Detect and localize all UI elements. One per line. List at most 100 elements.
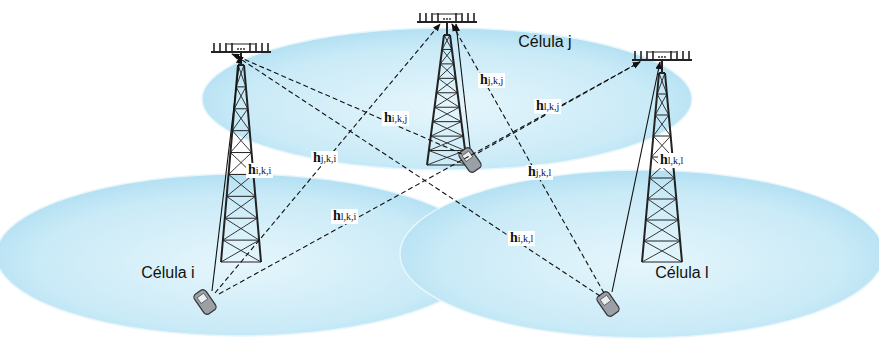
tower-stroke [440, 63, 454, 64]
tower-stroke [433, 122, 464, 136]
array-dots [443, 18, 445, 20]
array-dots [237, 48, 239, 50]
tower-stroke [232, 131, 251, 153]
tower-stroke [433, 107, 460, 121]
tower-stroke [234, 108, 248, 109]
tower-stroke [230, 152, 251, 153]
phone-icon [595, 290, 620, 318]
interference-channel [236, 56, 600, 296]
tower-stroke [644, 241, 680, 242]
array-dots [446, 18, 448, 20]
tower-stroke [232, 109, 247, 131]
tower-stroke [431, 13, 433, 22]
tower-stroke [419, 13, 421, 22]
channel-arrows [212, 24, 660, 296]
tower-stroke [655, 115, 669, 116]
tower-stroke [238, 65, 246, 87]
tower-stroke [688, 51, 690, 60]
tower-stroke [467, 13, 469, 22]
array-dots [449, 18, 451, 20]
channel-label: hj,k,l [526, 165, 553, 180]
tower-stroke [236, 87, 248, 109]
tower-stroke [223, 240, 261, 262]
tower-stroke [438, 78, 457, 92]
tower-stroke [225, 43, 227, 52]
cell-label: Célula i [141, 264, 194, 282]
channel-label: hi,k,l [508, 231, 535, 246]
channel-label: hl,k,l [658, 153, 685, 168]
tower-stroke [640, 51, 642, 60]
tower-stroke [431, 122, 462, 136]
tower-stroke [225, 218, 259, 240]
tower-stroke [655, 115, 670, 136]
tower-stroke [440, 64, 455, 78]
cell-shape [400, 170, 879, 338]
tower-stroke [436, 93, 459, 107]
tower-stroke [682, 51, 684, 60]
tower-stroke [659, 72, 665, 74]
tower-stroke [659, 73, 665, 74]
tower-stroke [676, 51, 678, 60]
interference-channel [232, 54, 462, 154]
tower-stroke [427, 165, 467, 166]
tower-stroke [648, 178, 675, 199]
tower-group [211, 13, 692, 262]
tower-stroke [634, 51, 636, 60]
array-dots [661, 56, 663, 58]
tower-stroke [227, 44, 255, 45]
tower-stroke [435, 107, 462, 121]
tower-stroke [657, 94, 667, 95]
tower-stroke [444, 35, 452, 49]
tower-stroke [473, 13, 475, 22]
channel-label: hl,k,i [331, 209, 358, 224]
tower-stroke [644, 241, 682, 262]
tower-stroke [657, 73, 665, 94]
channel-label: hi,k,j [382, 111, 409, 126]
direct-channel [612, 62, 660, 292]
tower-stroke [230, 131, 249, 153]
tower-stroke [429, 136, 463, 150]
tower-stroke [655, 94, 667, 115]
tower-stroke [223, 218, 257, 240]
cell-shape [202, 28, 692, 170]
tower-stroke [442, 49, 452, 50]
tower-stroke [219, 43, 221, 52]
tower-stroke [442, 49, 454, 63]
tower-stroke [225, 218, 257, 219]
cell-label: Célula j [518, 33, 571, 51]
tower-stroke [642, 241, 680, 262]
tower-stroke [646, 199, 677, 220]
tower-stroke [425, 13, 427, 22]
tower-stroke [234, 109, 249, 131]
channel-label: hl,k,j [534, 99, 561, 114]
tower-stroke [435, 107, 460, 108]
tower-stroke [438, 64, 453, 78]
tower-stroke [225, 196, 256, 218]
tower-stroke [444, 34, 450, 36]
tower-stroke [232, 130, 249, 131]
channel-label: hi,k,i [246, 163, 273, 178]
tower-stroke [644, 220, 678, 241]
tower-stroke [659, 73, 667, 94]
channel-label: hj,k,j [478, 73, 505, 88]
interference-channel [219, 62, 640, 294]
tower-stroke [444, 35, 450, 36]
tower-stroke [642, 262, 682, 263]
tower-stroke [236, 86, 246, 87]
tower-stroke [650, 178, 677, 199]
tower-stroke [255, 43, 257, 52]
tower-stroke [436, 78, 455, 92]
array-dots [664, 56, 666, 58]
cell-label: Célula l [655, 264, 708, 282]
tower-stroke [646, 51, 648, 60]
tower-stroke [657, 94, 669, 115]
tower-stroke [446, 22, 448, 35]
tower-stroke [646, 220, 680, 241]
tower-stroke [661, 60, 663, 73]
tower-stroke [648, 52, 676, 53]
tower-stroke [440, 49, 452, 63]
cell-region: Célula l [398, 168, 879, 340]
tower-stroke [646, 220, 678, 221]
tower-stroke [653, 115, 668, 136]
